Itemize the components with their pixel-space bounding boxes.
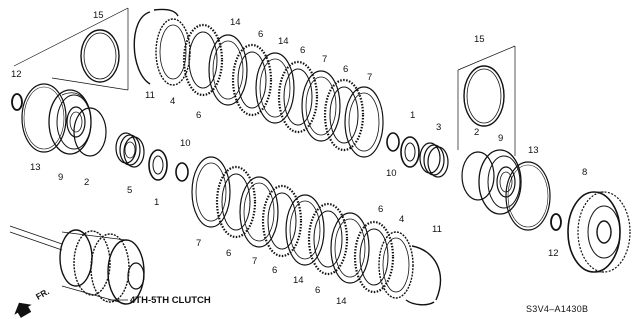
callout-label: 11 bbox=[432, 224, 442, 235]
callout-label: 15 bbox=[93, 10, 104, 21]
assembly-frame-right bbox=[457, 45, 516, 156]
callouts: 15 12 13 9 2 11 4 6 14 6 14 6 7 6 7 5 1 … bbox=[11, 10, 587, 307]
callout-label: 9 bbox=[58, 172, 63, 183]
callout-label: 6 bbox=[196, 110, 201, 121]
callout-label: 7 bbox=[252, 256, 257, 267]
callout-label: 12 bbox=[11, 69, 22, 80]
mainshaft-assembly bbox=[9, 225, 145, 305]
o-ring-12-right bbox=[550, 213, 562, 231]
callout-label: 4 bbox=[399, 214, 404, 225]
callout-label: 10 bbox=[180, 138, 191, 149]
callout-label: 12 bbox=[548, 248, 559, 259]
piston-9-right bbox=[478, 149, 522, 215]
callout-label: 6 bbox=[226, 248, 231, 259]
callout-label: 4 bbox=[170, 96, 175, 107]
o-ring-2-right bbox=[461, 151, 495, 201]
direction-arrow-icon bbox=[14, 302, 32, 318]
caption-4th-5th-clutch: 4TH-5TH CLUTCH bbox=[130, 295, 211, 306]
callout-label: 6 bbox=[258, 29, 263, 40]
callout-label: 2 bbox=[84, 177, 89, 188]
return-spring-5 bbox=[115, 132, 145, 168]
callout-label: 3 bbox=[436, 122, 441, 133]
callout-label: 10 bbox=[386, 168, 397, 179]
piston-9-left bbox=[48, 89, 92, 155]
snap-ring-15-left bbox=[80, 29, 120, 83]
upper-clutch-pack bbox=[133, 8, 384, 158]
snap-ring-15-right bbox=[463, 65, 505, 127]
clutch-drum-8 bbox=[567, 191, 631, 273]
callout-label: 1 bbox=[410, 110, 415, 121]
spring-retainer-1-left bbox=[148, 149, 168, 181]
callout-label: 6 bbox=[343, 64, 348, 75]
callout-label: 15 bbox=[474, 34, 485, 45]
o-ring-13-right bbox=[505, 161, 551, 231]
callout-label: 7 bbox=[196, 238, 201, 249]
callout-label: 7 bbox=[367, 72, 372, 83]
callout-label: 6 bbox=[315, 285, 320, 296]
snap-ring-10-left bbox=[175, 162, 189, 182]
spring-retainer-1-right bbox=[400, 136, 420, 168]
callout-label: 6 bbox=[378, 204, 383, 215]
callout-label: 6 bbox=[272, 265, 277, 276]
callout-label: 13 bbox=[528, 145, 539, 156]
callout-label: 5 bbox=[127, 185, 132, 196]
o-ring-13-left bbox=[21, 83, 67, 153]
assembly-frame-left bbox=[13, 7, 129, 91]
o-ring-12-left bbox=[11, 93, 23, 111]
direction-label: FR. bbox=[34, 286, 51, 302]
callout-label: 14 bbox=[336, 296, 347, 307]
callout-label: 8 bbox=[582, 167, 587, 178]
return-spring-3 bbox=[419, 142, 449, 178]
diagram-code: S3V4–A1430B bbox=[526, 304, 588, 314]
lower-clutch-pack bbox=[191, 156, 442, 306]
callout-label: 14 bbox=[230, 17, 241, 28]
callout-label: 7 bbox=[322, 54, 327, 65]
callout-label: 11 bbox=[145, 90, 155, 101]
callout-label: 14 bbox=[293, 275, 304, 286]
callout-label: 1 bbox=[154, 197, 159, 208]
callout-label: 13 bbox=[30, 162, 41, 173]
o-ring-2-left bbox=[73, 107, 107, 157]
callout-label: 9 bbox=[498, 133, 503, 144]
callout-label: 6 bbox=[300, 45, 305, 56]
callout-label: 2 bbox=[474, 127, 479, 138]
callout-label: 14 bbox=[278, 36, 289, 47]
snap-ring-10-right bbox=[386, 132, 400, 152]
